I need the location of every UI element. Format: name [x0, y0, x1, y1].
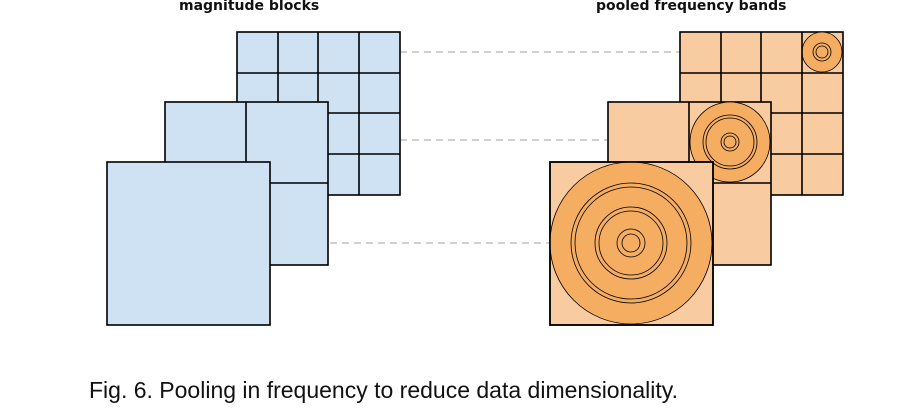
magnitude-blocks-label: magnitude blocks — [179, 0, 320, 14]
pooled-layer-1x1 — [549, 161, 714, 326]
band-circle-small — [801, 31, 843, 73]
magnitude-stack — [106, 31, 401, 326]
pooled-frequency-bands-label: pooled frequency bands — [596, 0, 787, 14]
figure-caption: Fig. 6. Pooling in frequency to reduce d… — [89, 377, 678, 403]
band-circle-large — [549, 161, 713, 325]
magnitude-layer-1x1 — [106, 161, 271, 326]
pooled-stack — [549, 31, 844, 326]
pooling-diagram — [106, 31, 844, 326]
connectors — [270, 51, 680, 244]
